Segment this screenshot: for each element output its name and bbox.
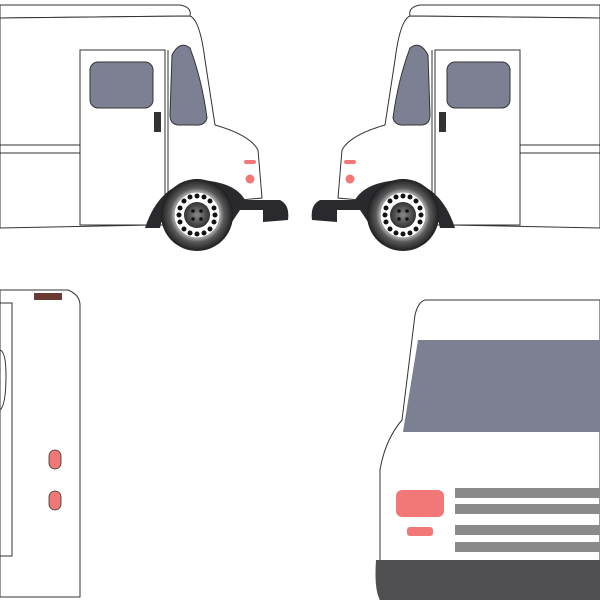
- truck-front-view: [375, 299, 600, 600]
- truck-side-view-right: [311, 4, 600, 252]
- truck-side-view-left: [0, 4, 289, 252]
- truck-rear-view: [0, 289, 81, 598]
